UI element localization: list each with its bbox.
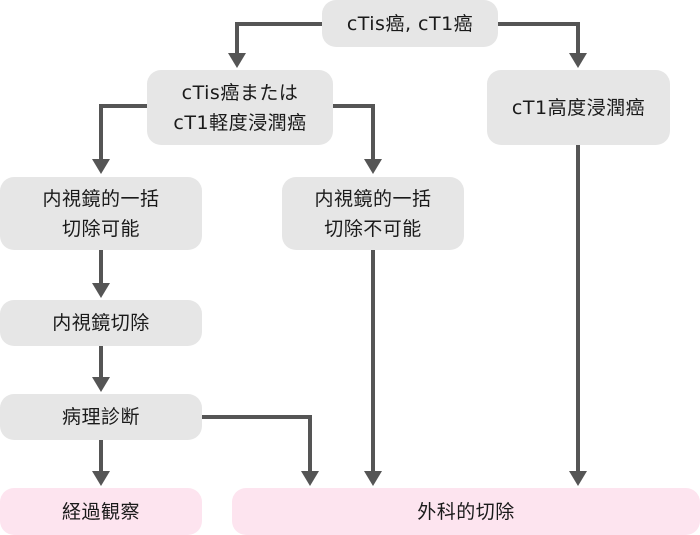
node-endoscopic-en-bloc-possible: 内視鏡的一括 切除可能 bbox=[0, 177, 202, 250]
edge-root-to-mild bbox=[235, 22, 322, 58]
node-surgical-resection: 外科的切除 bbox=[232, 488, 700, 535]
arrowhead-icon bbox=[569, 471, 587, 486]
arrowhead-icon bbox=[301, 471, 319, 486]
arrowhead-icon bbox=[569, 53, 587, 68]
node-ctis-or-ct1-mild-invasion: cTis癌または cT1軽度浸潤癌 bbox=[147, 70, 333, 145]
node-label-line-2: cT1軽度浸潤癌 bbox=[173, 111, 307, 134]
node-ct1-deep-invasion: cT1高度浸潤癌 bbox=[487, 70, 670, 145]
node-label-line-1: cTis癌または bbox=[181, 81, 299, 104]
node-label: cTis癌, cT1癌 bbox=[346, 12, 474, 35]
node-label-line-2: 切除不可能 bbox=[324, 217, 422, 240]
node-label: 経過観察 bbox=[61, 500, 140, 523]
arrowhead-icon bbox=[92, 283, 110, 298]
node-label-line-1: 内視鏡的一括 bbox=[42, 187, 160, 210]
node-label: cT1高度浸潤癌 bbox=[511, 96, 646, 119]
arrowhead-icon bbox=[364, 159, 382, 174]
node-ctis-ct1-cancer: cTis癌, cT1癌 bbox=[322, 0, 498, 47]
edge-pathology-to-surgery bbox=[202, 415, 312, 476]
arrowhead-icon bbox=[92, 159, 110, 174]
arrowhead-icon bbox=[92, 471, 110, 486]
node-pathological-diagnosis: 病理診断 bbox=[0, 394, 202, 440]
node-follow-up-observation: 経過観察 bbox=[0, 488, 202, 535]
node-label: 内視鏡切除 bbox=[52, 312, 150, 334]
arrowhead-icon bbox=[92, 377, 110, 392]
node-endoscopic-en-bloc-impossible: 内視鏡的一括 切除不可能 bbox=[282, 177, 464, 250]
arrowhead-icon bbox=[364, 471, 382, 486]
edge-mild-to-impossible bbox=[333, 104, 375, 164]
node-label: 病理診断 bbox=[61, 406, 140, 428]
node-label: 外科的切除 bbox=[417, 500, 515, 523]
edge-root-to-deep bbox=[498, 22, 580, 58]
node-label-line-2: 切除可能 bbox=[61, 217, 140, 240]
node-label-line-1: 内視鏡的一括 bbox=[314, 187, 432, 210]
edge-mild-to-possible bbox=[99, 104, 147, 164]
arrowhead-icon bbox=[228, 53, 246, 68]
node-endoscopic-resection: 内視鏡切除 bbox=[0, 300, 202, 346]
